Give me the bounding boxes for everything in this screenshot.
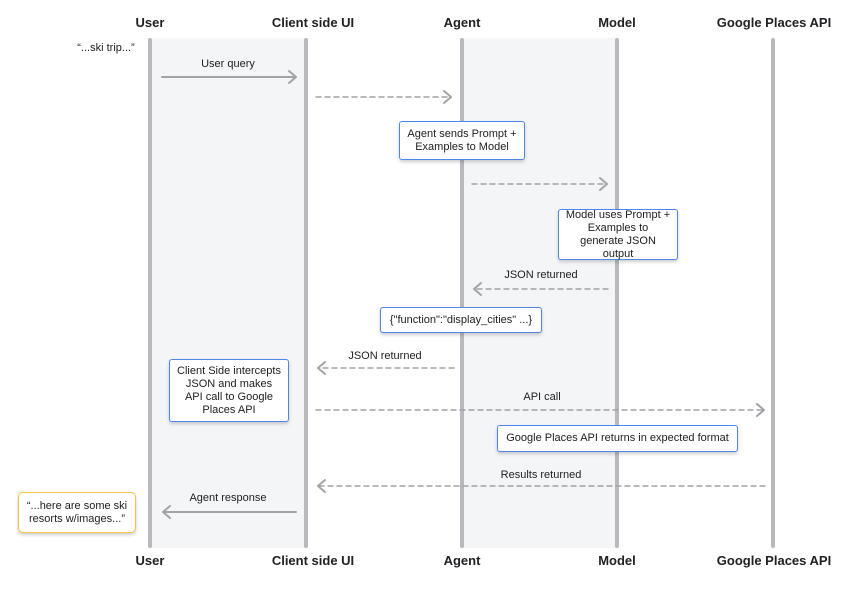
arrowhead-agent-response (162, 505, 171, 519)
participant-client-bottom: Client side UI (271, 553, 355, 568)
arrowhead-api-call (756, 403, 765, 417)
arrowhead-agent-to-model (599, 177, 608, 191)
label-agent-response: Agent response (189, 492, 267, 504)
lifeline-model (615, 38, 619, 548)
label-api-call: API call (523, 391, 561, 403)
lifeline-user (148, 38, 152, 548)
quote-user-input: “...ski trip...” (77, 42, 135, 54)
arrowhead-model-to-agent (473, 282, 482, 296)
note-model-uses-prompt-text: Model uses Prompt + Examples to generate… (565, 208, 671, 260)
label-user-query: User query (201, 58, 255, 70)
lifeline-agent (460, 38, 464, 548)
participant-user-top: User (135, 15, 165, 30)
note-agent-sends-prompt-text: Agent sends Prompt + Examples to Model (407, 127, 517, 153)
arrowhead-agent-to-client (317, 361, 326, 375)
participant-places-api-bottom: Google Places API (716, 553, 832, 568)
participant-model-top: Model (598, 15, 636, 30)
lane-shade-user-client (150, 38, 306, 548)
note-agent-response-quote: “...here are some ski resorts w/images..… (18, 492, 136, 533)
note-agent-response-quote-text: “...here are some ski resorts w/images..… (26, 499, 128, 525)
note-agent-sends-prompt: Agent sends Prompt + Examples to Model (399, 121, 525, 160)
label-results-returned: Results returned (500, 469, 582, 481)
participant-model-bottom: Model (598, 553, 636, 568)
participant-places-api-top: Google Places API (716, 15, 832, 30)
arrowhead-client-to-agent (443, 90, 452, 104)
participant-agent-top: Agent (443, 15, 481, 30)
participant-user-bottom: User (135, 553, 165, 568)
lifeline-client (304, 38, 308, 548)
lifeline-places-api (771, 38, 775, 548)
label-json-returned-model: JSON returned (504, 269, 578, 281)
note-client-intercepts: Client Side intercepts JSON and makes AP… (169, 359, 289, 422)
label-json-returned-client: JSON returned (348, 350, 422, 362)
note-function-call-json-text: {"function":"display_cities" ...} (389, 313, 533, 326)
note-model-uses-prompt: Model uses Prompt + Examples to generate… (558, 209, 678, 260)
note-places-api-returns: Google Places API returns in expected fo… (497, 425, 738, 452)
arrowhead-user-query (288, 70, 297, 84)
note-places-api-returns-text: Google Places API returns in expected fo… (506, 432, 729, 444)
participant-agent-bottom: Agent (443, 553, 481, 568)
participant-client-top: Client side UI (271, 15, 355, 30)
note-client-intercepts-text: Client Side intercepts JSON and makes AP… (177, 364, 281, 416)
note-function-call-json: {"function":"display_cities" ...} (380, 307, 542, 333)
arrowhead-results-returned (317, 479, 326, 493)
